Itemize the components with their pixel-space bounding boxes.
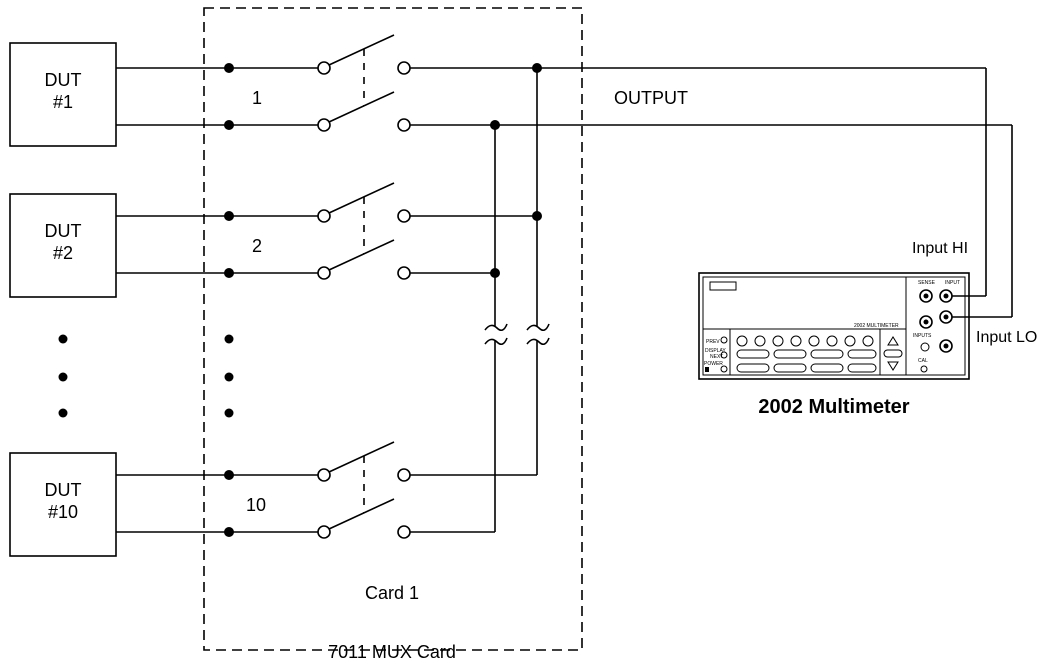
dut-2: DUT #2	[9, 193, 117, 298]
mux-card-boundary	[203, 7, 583, 651]
meter-prev-label: PREV	[706, 339, 720, 345]
channel-1-label: 1	[252, 88, 262, 108]
meter-power-label: POWER	[704, 361, 723, 367]
channel-2: 2	[116, 182, 542, 280]
dut-10-box	[9, 452, 117, 557]
meter-next-label: NEXT	[710, 354, 723, 360]
meter-inputs-label: INPUTS	[913, 333, 932, 339]
multimeter: 2002 MULTIMETER PREV DISPLAY NEXT POWER	[698, 272, 970, 418]
dut-1: DUT #1	[9, 42, 117, 147]
dut-1-box	[9, 42, 117, 147]
meter-round-buttons[interactable]	[736, 335, 874, 347]
meter-power-switch[interactable]	[705, 367, 709, 372]
meter-range-up-icon[interactable]	[887, 336, 899, 346]
dut-ellipsis	[58, 334, 68, 418]
card-label: Card 1	[365, 583, 419, 603]
meter-input-label: INPUT	[945, 280, 960, 286]
channel-10: 10	[116, 441, 537, 539]
meter-auto-button[interactable]	[883, 349, 903, 358]
input-hi-label: Input HI	[912, 240, 968, 257]
channel-1: 1	[116, 34, 1012, 132]
dut-1-label: DUT	[45, 70, 82, 90]
meter-display-label: DISPLAY	[705, 348, 726, 354]
dut-2-number: #2	[53, 243, 73, 263]
dut-10-number: #10	[48, 502, 78, 522]
channel-2-label: 2	[252, 236, 262, 256]
dut-10-label: DUT	[45, 480, 82, 500]
meter-sense-label: SENSE	[918, 280, 936, 286]
card-caption: 7011 MUX Card	[328, 642, 456, 662]
channel-10-label: 10	[246, 495, 266, 515]
output-label: OUTPUT	[614, 88, 688, 108]
dut-10: DUT #10	[9, 452, 117, 557]
card-ellipsis	[224, 334, 234, 418]
lo-bus	[484, 125, 508, 532]
meter-range-down-icon[interactable]	[887, 361, 899, 371]
meter-cal-button[interactable]	[920, 365, 928, 373]
output-wires	[952, 68, 1013, 318]
meter-input-selector[interactable]	[920, 342, 930, 352]
meter-logo-plate	[709, 281, 737, 291]
meter-prev-button[interactable]	[720, 336, 728, 344]
hi-bus	[526, 68, 550, 475]
multimeter-body	[698, 272, 970, 380]
meter-front-label: 2002 MULTIMETER	[854, 323, 899, 329]
meter-terminals[interactable]	[919, 289, 953, 353]
meter-next-button[interactable]	[720, 351, 728, 359]
dut-2-box	[9, 193, 117, 298]
meter-cal-label: CAL	[918, 358, 928, 364]
input-lo-label: Input LO	[976, 329, 1037, 346]
dut-1-number: #1	[53, 92, 73, 112]
dut-2-label: DUT	[45, 221, 82, 241]
meter-oval-buttons[interactable]	[736, 349, 877, 373]
multimeter-name: 2002 Multimeter	[758, 396, 909, 418]
